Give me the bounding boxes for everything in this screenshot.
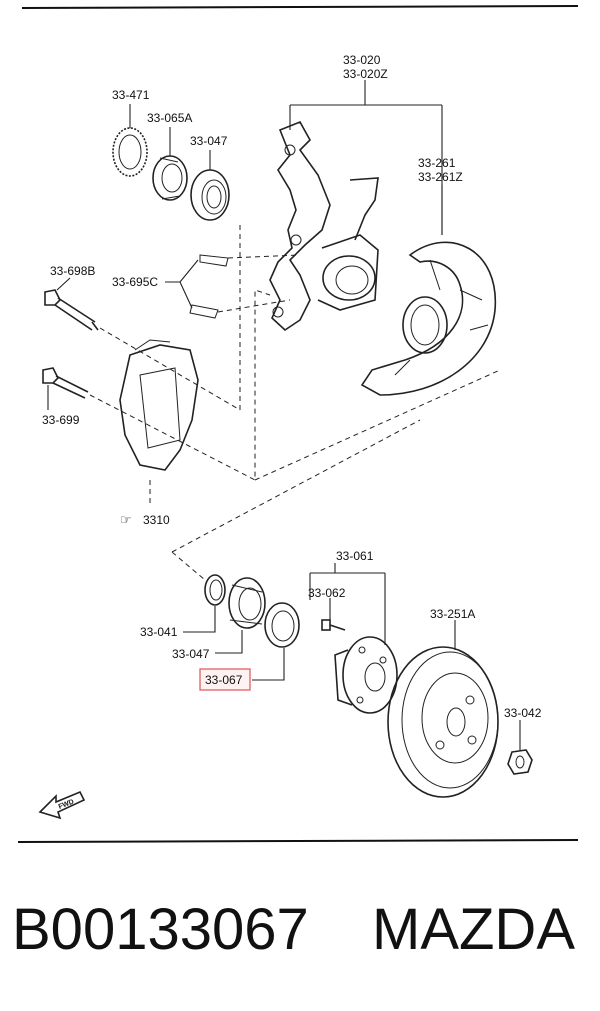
label-3310: 3310 xyxy=(143,513,170,527)
label-33-067: 33-067 xyxy=(205,673,243,687)
label-33-047-top: 33-047 xyxy=(190,134,228,148)
highlight-box xyxy=(199,668,251,691)
seal-33-065a xyxy=(152,155,188,201)
brand-name: MAZDA xyxy=(372,897,575,962)
label-33-042: 33-042 xyxy=(504,706,542,720)
pad-clips xyxy=(189,254,229,319)
label-3310-arrow: ☞ xyxy=(120,513,132,528)
steering-knuckle xyxy=(269,120,379,332)
wheel-bolt xyxy=(321,619,346,631)
part-number: B00133067 xyxy=(12,897,309,962)
hub-nut xyxy=(507,749,533,775)
wheel-hub xyxy=(334,636,398,714)
fwd-arrow-icon: FWD xyxy=(38,790,86,820)
label-33-020z: 33-020Z xyxy=(343,67,388,81)
label-33-251a: 33-251A xyxy=(430,607,475,621)
label-33-062: 33-062 xyxy=(308,586,346,600)
label-33-061: 33-061 xyxy=(336,549,374,563)
top-border xyxy=(21,5,579,9)
label-33-047-bottom: 33-047 xyxy=(172,647,210,661)
dust-shield xyxy=(360,241,497,396)
brake-rotor xyxy=(387,646,499,798)
bearing-top xyxy=(190,169,230,221)
label-33-020: 33-020 xyxy=(343,53,381,67)
seal-33-041 xyxy=(204,574,226,606)
guide-lines xyxy=(89,225,501,581)
brake-caliper xyxy=(119,339,199,471)
label-33-261: 33-261 xyxy=(418,156,456,170)
label-33-699: 33-699 xyxy=(42,413,80,427)
bearing-lower xyxy=(228,577,266,629)
bottom-border xyxy=(17,839,579,843)
abs-ring xyxy=(112,127,148,177)
leader-lines xyxy=(47,80,521,750)
label-33-041: 33-041 xyxy=(140,625,178,639)
bolt-33-698b xyxy=(44,289,99,331)
bolt-33-699 xyxy=(42,367,89,399)
label-33-471: 33-471 xyxy=(112,88,150,102)
label-33-065a: 33-065A xyxy=(147,111,192,125)
label-33-698b: 33-698B xyxy=(50,264,95,278)
label-33-261z: 33-261Z xyxy=(418,170,463,184)
seal-33-067 xyxy=(264,602,300,648)
label-33-695c: 33-695C xyxy=(112,275,158,289)
